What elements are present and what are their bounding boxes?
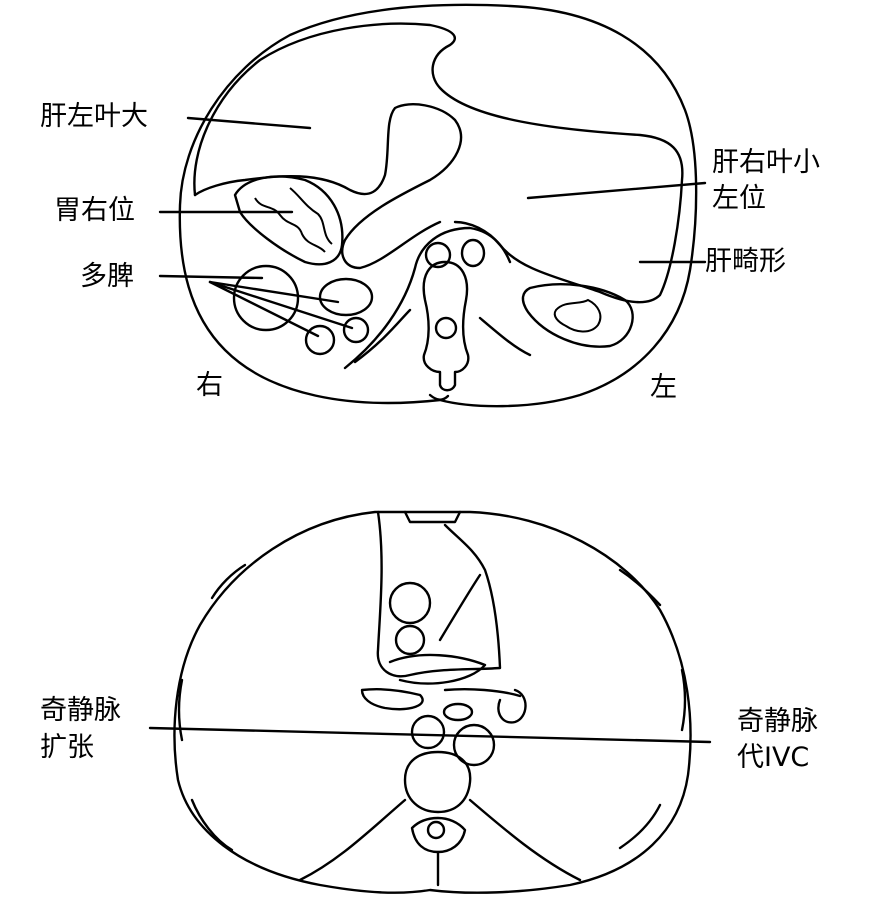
label-stomach-right: 胃右位 — [54, 195, 135, 226]
spleen-2 — [318, 277, 374, 317]
vertebra — [422, 260, 470, 392]
label-side-left: 左 — [650, 372, 677, 403]
azygos-ivc — [452, 723, 496, 767]
lower-vertebra — [403, 750, 472, 814]
upper-body-outline — [178, 3, 698, 408]
label-side-right: 右 — [196, 370, 223, 401]
mediastinum — [376, 510, 502, 678]
label-azygos-ivc-2: 代IVC — [737, 742, 810, 773]
spleen-4 — [304, 324, 336, 356]
label-azygos-ivc-1: 奇静脉 — [737, 706, 818, 737]
left-kidney — [521, 283, 634, 348]
lower-cross-section — [148, 510, 712, 894]
azygos-leader-line — [148, 726, 712, 744]
label-azygos-dilated-1: 奇静脉 — [40, 695, 121, 726]
label-azygos-dilated-2: 扩张 — [40, 732, 94, 763]
label-polysplenia: 多脾 — [80, 261, 134, 292]
spleen-3 — [342, 316, 370, 344]
liver-outline — [193, 22, 684, 304]
thorax-outline — [173, 510, 692, 894]
label-right-lobe-left: 左位 — [712, 183, 766, 214]
stomach — [233, 175, 344, 266]
spleen-1 — [232, 264, 300, 332]
upper-ivc — [460, 238, 486, 268]
upper-aorta — [424, 241, 452, 269]
label-left-lobe-enlarged: 肝左叶大 — [40, 101, 148, 132]
upper-cross-section — [158, 3, 707, 408]
label-liver-malformation: 肝畸形 — [705, 246, 786, 277]
label-right-lobe-small: 肝右叶小 — [712, 147, 820, 178]
azygos-dilated — [410, 714, 446, 750]
